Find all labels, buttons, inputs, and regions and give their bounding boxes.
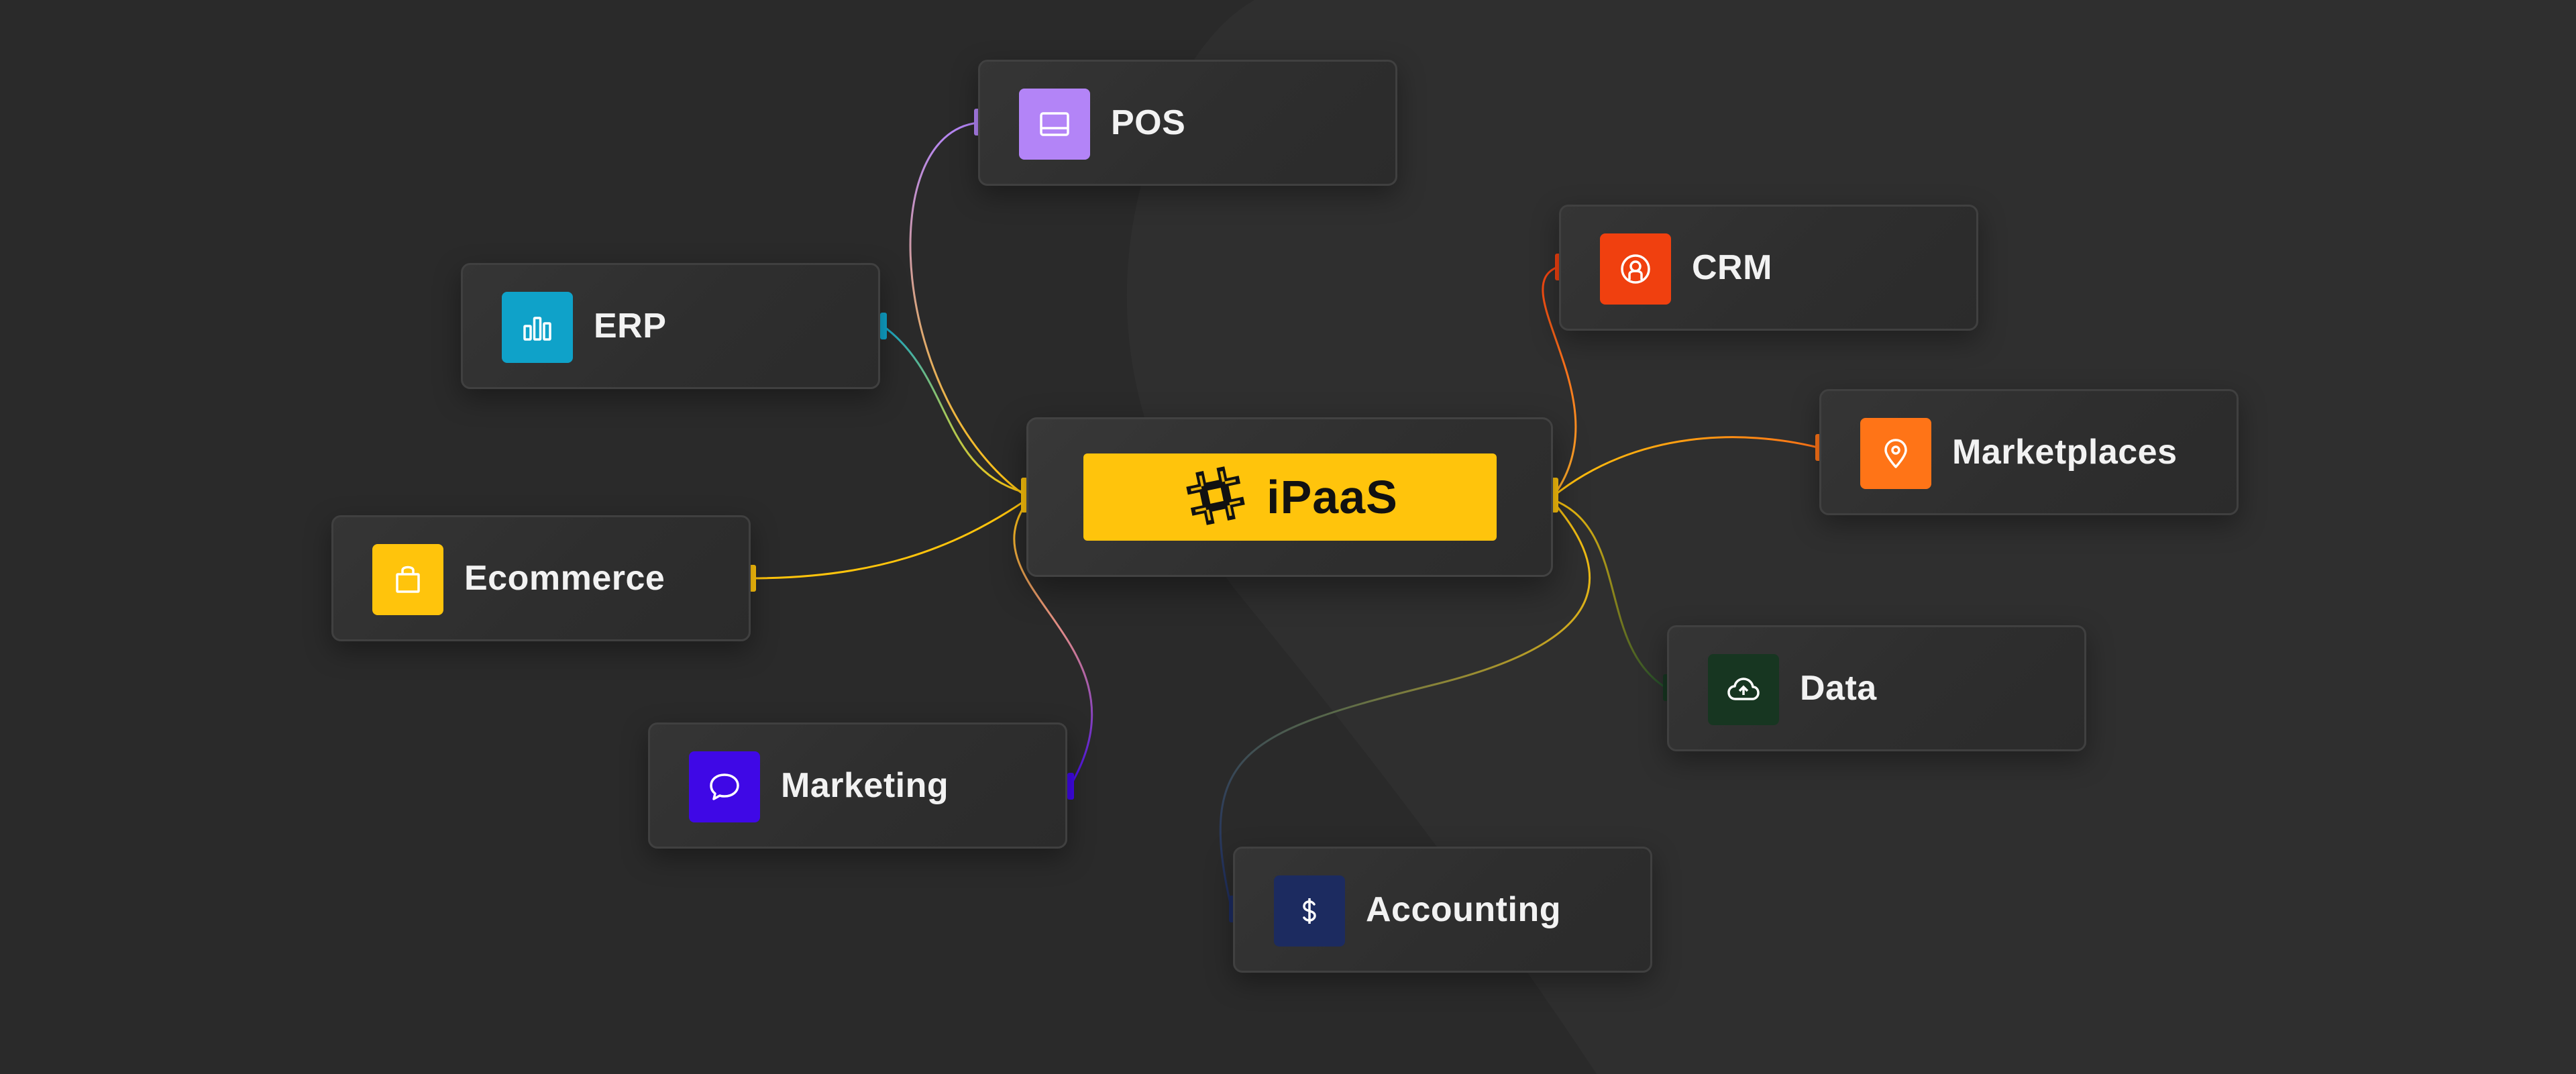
node-label: Marketing bbox=[781, 766, 949, 805]
node-data[interactable]: Data bbox=[1667, 625, 2086, 751]
node-erp[interactable]: ERP bbox=[461, 263, 880, 389]
wire-ecommerce bbox=[751, 498, 1027, 580]
wire-marketing bbox=[1013, 502, 1093, 787]
node-marketing[interactable]: Marketing bbox=[648, 722, 1067, 849]
puzzle-hash-icon bbox=[1182, 462, 1249, 533]
node-label: Data bbox=[1800, 669, 1877, 708]
wire-crm bbox=[1542, 266, 1577, 497]
wire-pos bbox=[909, 121, 1027, 498]
ipaas-hub-button[interactable]: iPaaS bbox=[1083, 453, 1497, 541]
hub-card: iPaaS bbox=[1026, 417, 1553, 577]
wire-marketplaces bbox=[1552, 436, 1819, 498]
node-label: CRM bbox=[1692, 248, 1772, 287]
hub-title: iPaaS bbox=[1267, 471, 1398, 523]
wire-data bbox=[1552, 498, 1666, 689]
map-pin-icon bbox=[1860, 418, 1931, 489]
node-accounting[interactable]: Accounting bbox=[1233, 847, 1652, 973]
node-label: Accounting bbox=[1366, 890, 1561, 929]
wire-accounting bbox=[1219, 501, 1591, 910]
dollar-icon bbox=[1274, 875, 1345, 947]
node-label: Marketplaces bbox=[1952, 433, 2178, 472]
wire-erp bbox=[881, 324, 1027, 494]
node-marketplaces[interactable]: Marketplaces bbox=[1819, 389, 2239, 515]
node-label: POS bbox=[1111, 103, 1186, 142]
chat-bubble-icon bbox=[689, 751, 760, 822]
node-crm[interactable]: CRM bbox=[1559, 205, 1978, 331]
card-reader-icon bbox=[1019, 89, 1090, 160]
user-circle-icon bbox=[1600, 233, 1671, 305]
cloud-upload-icon bbox=[1708, 654, 1779, 725]
node-label: ERP bbox=[594, 307, 667, 345]
node-pos[interactable]: POS bbox=[978, 60, 1397, 186]
node-label: Ecommerce bbox=[464, 559, 665, 598]
node-ecommerce[interactable]: Ecommerce bbox=[331, 515, 751, 641]
bar-chart-icon bbox=[502, 292, 573, 363]
shopping-bag-icon bbox=[372, 544, 443, 615]
